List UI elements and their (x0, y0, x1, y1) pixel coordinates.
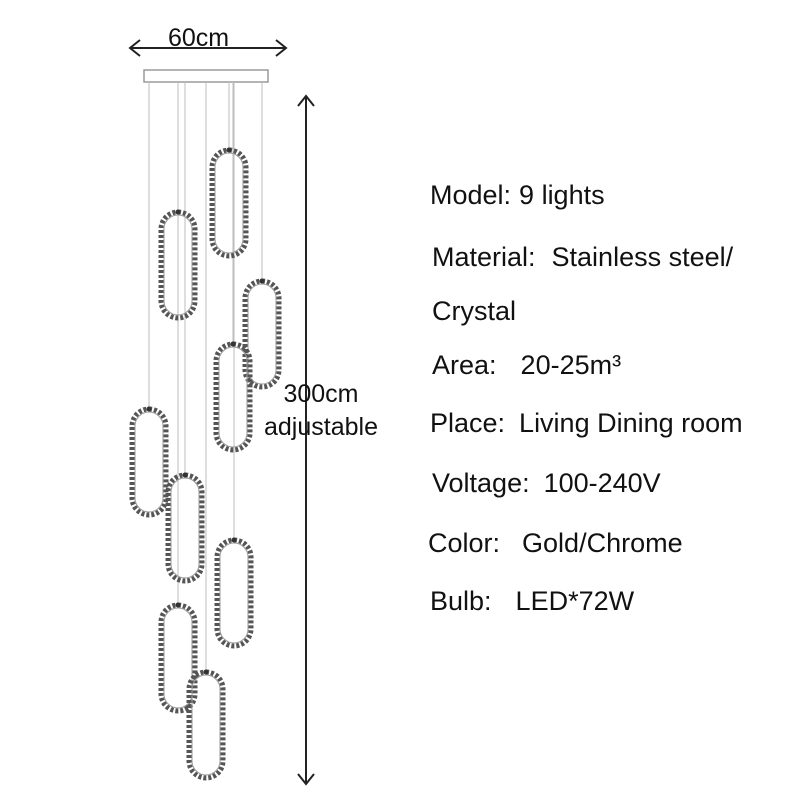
spec-row-model: Model:9 lights (430, 180, 605, 211)
spec-value: Living Dining room (519, 408, 743, 438)
suspension-wires (148, 82, 263, 673)
pendant-ring (213, 341, 253, 453)
spec-value: 9 lights (519, 180, 605, 210)
pendant-ring (158, 209, 198, 321)
spec-value: Crystal (432, 296, 517, 326)
spec-row-voltage: Voltage: 100-240V (432, 468, 661, 499)
spec-value: 100-240V (543, 468, 661, 498)
spec-row-color: Color: Gold/Chrome (428, 528, 683, 559)
spec-value: LED*72W (515, 586, 635, 616)
spec-label: Voltage: (432, 468, 530, 498)
spec-label: Model: (430, 180, 512, 210)
pendant-ring (158, 602, 198, 714)
spec-row-place: Place: Living Dining room (430, 408, 743, 439)
spec-value: Gold/Chrome (522, 528, 683, 558)
pendant-ring (242, 278, 282, 390)
pendant-ring (165, 472, 205, 584)
width-label: 60cm (168, 24, 230, 52)
ceiling-canopy (143, 69, 269, 83)
spec-row-area: Area: 20-25m³ (432, 350, 621, 381)
spec-row-bulb: Bulb: LED*72W (430, 586, 634, 617)
height-value: 300cm (283, 380, 359, 408)
spec-row-material: Material: Stainless steel/ (432, 242, 733, 273)
pendant-group (129, 147, 282, 781)
spec-value: Stainless steel/ (551, 242, 734, 272)
height-label: 300cm adjustable (264, 378, 378, 444)
pendant-ring (209, 147, 249, 259)
spec-label: Place: (430, 408, 506, 438)
spec-row-material-cont: Crystal (432, 296, 516, 327)
pendant-ring (129, 406, 169, 518)
spec-label: Bulb: (430, 586, 492, 616)
width-dimension-arrow (128, 39, 288, 57)
spec-label: Color: (428, 528, 501, 558)
spec-label: Material: (432, 242, 536, 272)
height-dimension-arrow (297, 94, 315, 786)
pendant-ring (214, 537, 254, 649)
height-note: adjustable (264, 413, 378, 441)
spec-value: 20-25m³ (520, 350, 622, 380)
spec-label: Area: (432, 350, 497, 380)
pendant-ring (186, 669, 226, 781)
